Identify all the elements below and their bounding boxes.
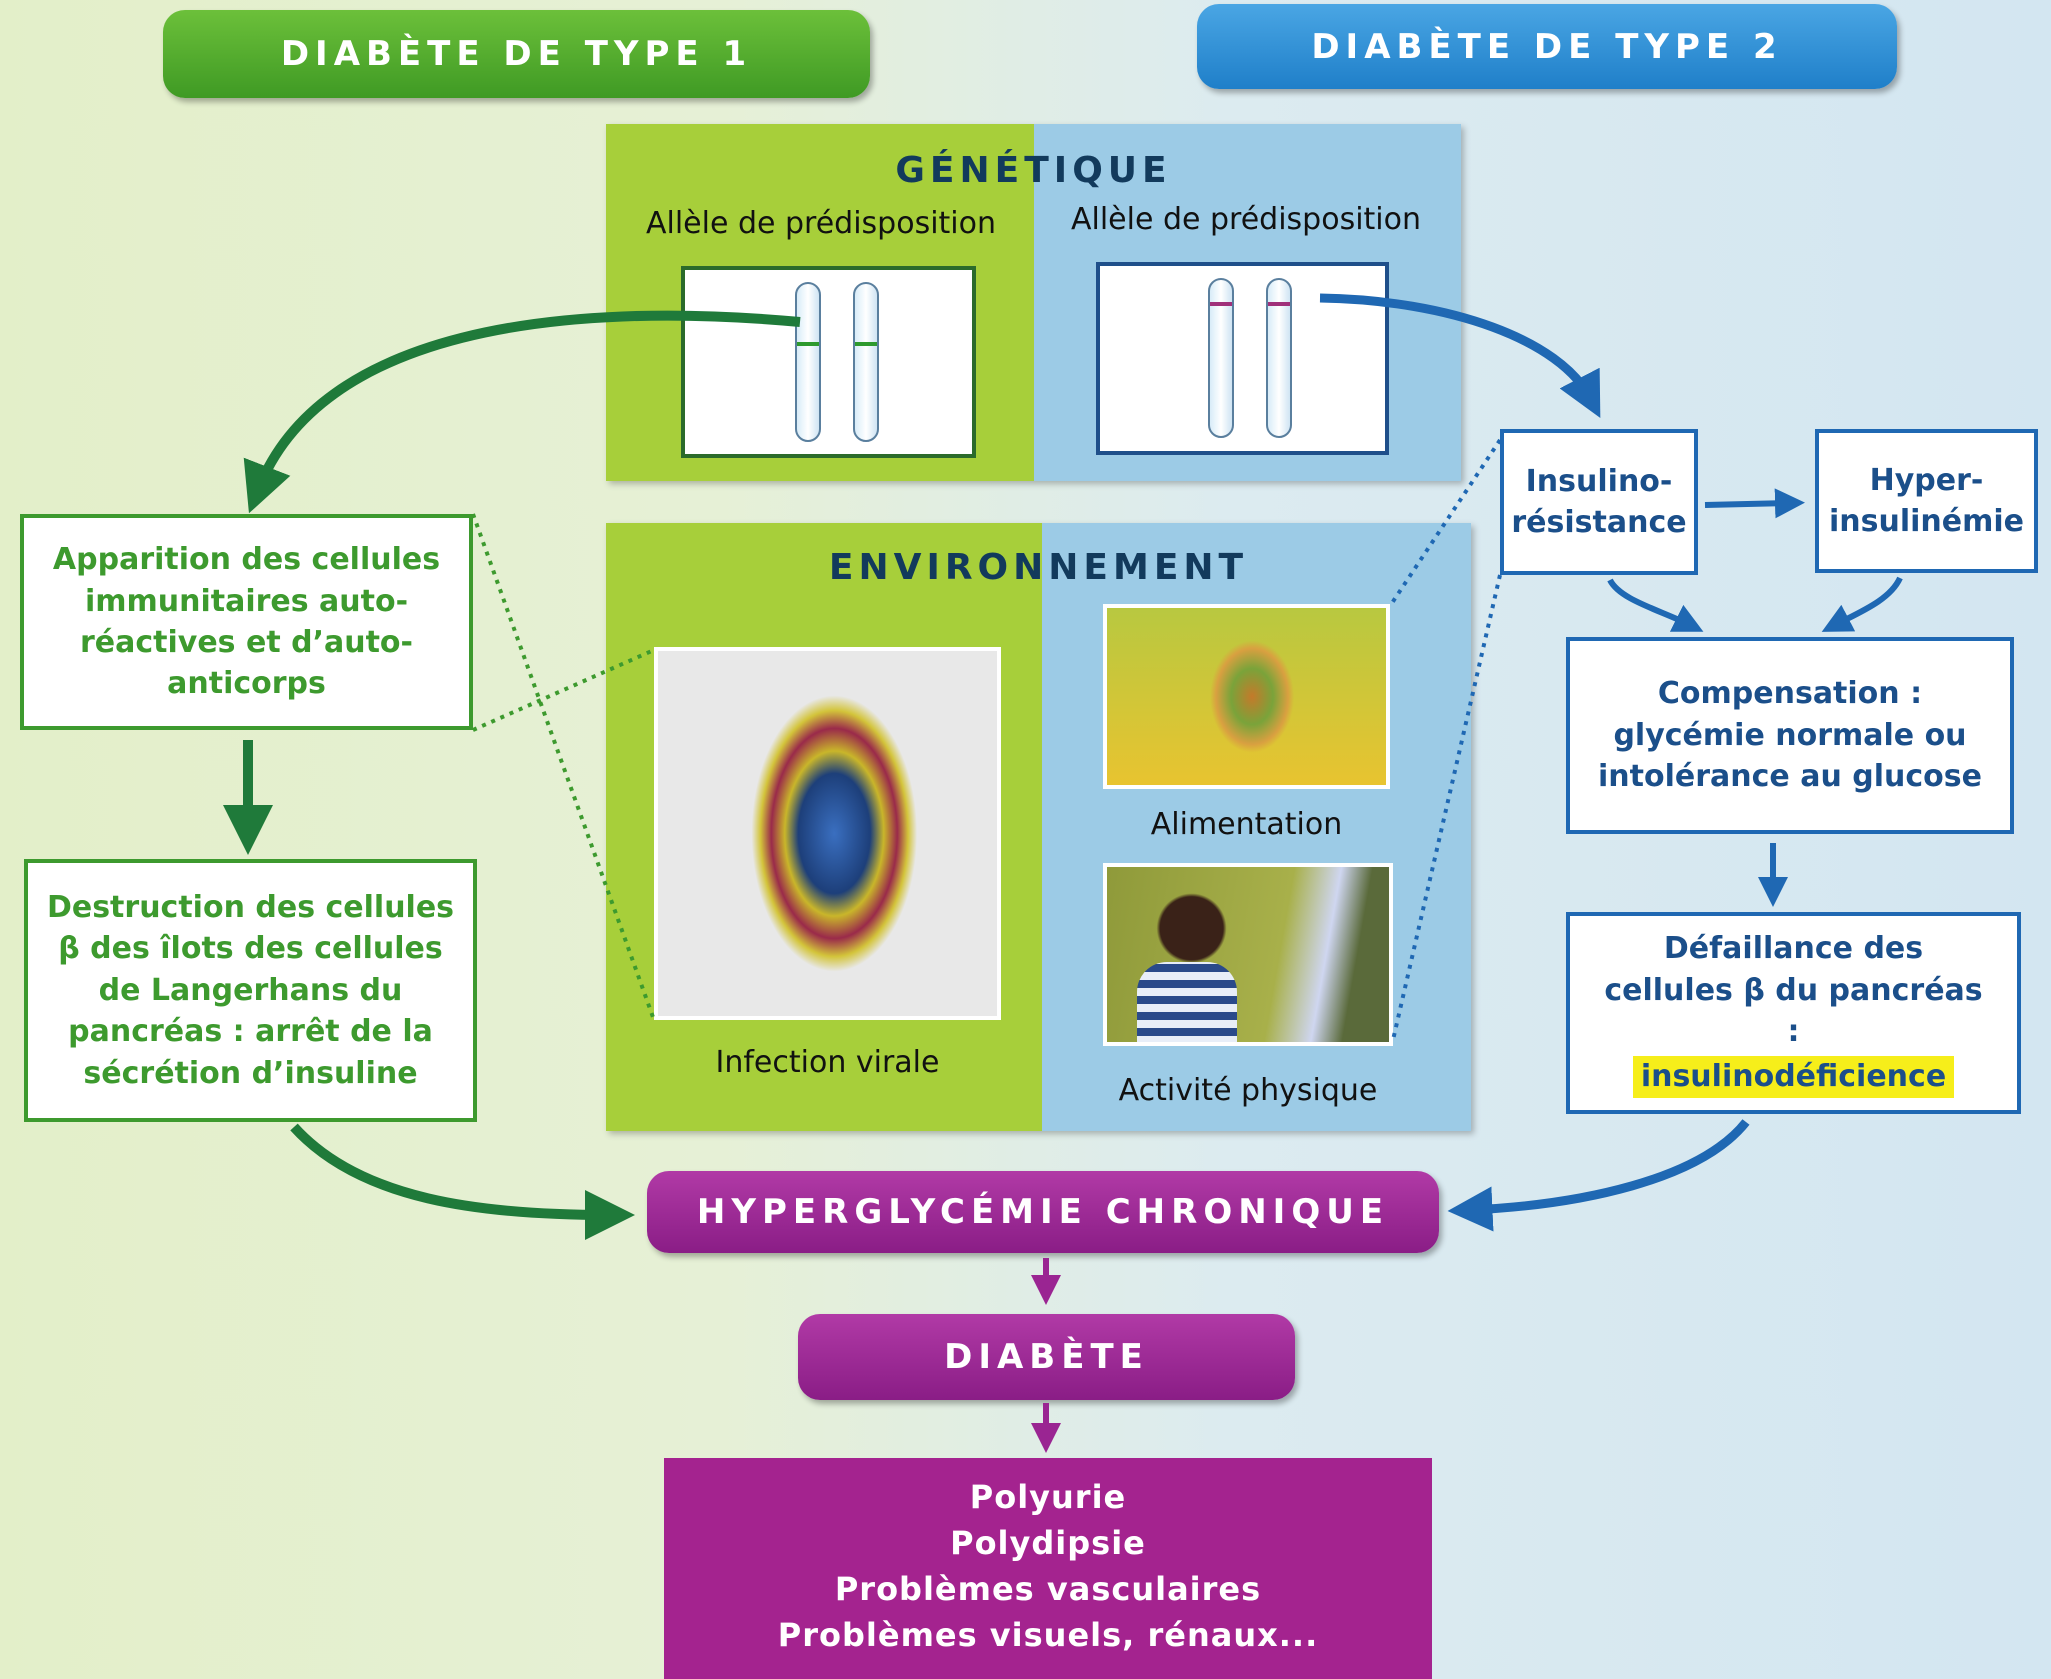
arrow-failure-to-hyperglycemia [1447,1119,1750,1232]
genetics-panel: GÉNÉTIQUE Allèle de prédisposition Allèl… [606,124,1461,481]
symptom-item: Problèmes visuels, rénaux... [777,1616,1319,1654]
symptom-item: Polyurie [969,1478,1127,1516]
arrow-hyperinsulinemia-to-compensation [1821,576,1903,632]
beta-cell-destruction-box: Destruction des cellules β des îlots des… [24,859,477,1122]
symptoms-box: Polyurie Polydipsie Problèmes vasculaire… [664,1458,1432,1679]
virus-label: Infection virale [715,1045,940,1080]
genetics-left-label: Allèle de prédisposition [645,206,997,241]
symptom-item: Polydipsie [950,1524,1146,1562]
genetics-title: GÉNÉTIQUE [895,150,1172,191]
chromosome-image-type2 [1096,262,1389,455]
food-label: Alimentation [1150,807,1343,842]
type1-title: DIABÈTE DE TYPE 1 [163,10,870,98]
hyperinsulinemia-box: Hyper-insulinémie [1815,429,2038,573]
insulin-resistance-box: Insulino-résistance [1500,429,1698,575]
activity-photo [1103,863,1393,1046]
immune-cells-box: Apparition des cellules immunitaires aut… [20,514,473,730]
diabetes-pill: DIABÈTE [798,1314,1295,1400]
virus-photo [654,647,1001,1020]
failure-text: Défaillance des cellules β du pancréas : [1604,931,1983,1049]
arrow-destruction-to-hyperglycemia [290,1123,635,1240]
chromosome-image-type1 [681,266,976,458]
chronic-hyperglycemia-pill: HYPERGLYCÉMIE CHRONIQUE [647,1171,1439,1253]
genetics-right-label: Allèle de prédisposition [1070,202,1422,237]
arrow-resistance-to-hyperinsulinemia [1704,488,1805,519]
insulin-deficiency-highlight: insulinodéficience [1632,1056,1955,1098]
environment-title: ENVIRONNEMENT [828,547,1249,588]
food-photo [1103,604,1390,789]
arrow-resistance-to-compensation [1607,578,1704,632]
type2-title: DIABÈTE DE TYPE 2 [1197,4,1897,89]
beta-cell-failure-box: Défaillance des cellules β du pancréas :… [1566,912,2021,1114]
compensation-box: Compensation : glycémie normale ou intol… [1566,637,2014,834]
environment-panel: ENVIRONNEMENT Infection virale Alimentat… [606,523,1471,1131]
activity-label: Activité physique [1118,1073,1378,1108]
symptom-item: Problèmes vasculaires [834,1570,1262,1608]
